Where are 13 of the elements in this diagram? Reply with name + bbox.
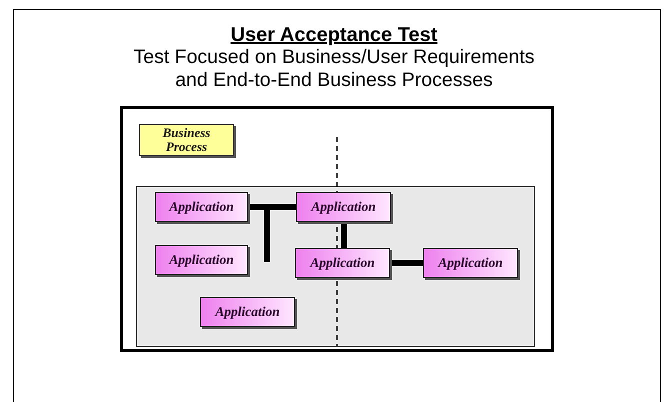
application-box: Application xyxy=(423,248,518,278)
connector-line xyxy=(390,260,423,266)
application-box: Application xyxy=(200,297,295,327)
application-box: Application xyxy=(155,192,248,222)
subtitle: Test Focused on Business/User Requirements and End-to-End Business Processes xyxy=(132,46,536,92)
business-process-box: Business Process xyxy=(139,124,234,156)
application-box: Application xyxy=(155,245,248,275)
application-panel xyxy=(136,186,535,347)
application-box: Application xyxy=(296,192,391,222)
diagram-frame xyxy=(120,106,554,352)
title: User Acceptance Test xyxy=(230,23,438,47)
connector-line xyxy=(341,222,347,248)
application-box: Application xyxy=(295,248,390,278)
